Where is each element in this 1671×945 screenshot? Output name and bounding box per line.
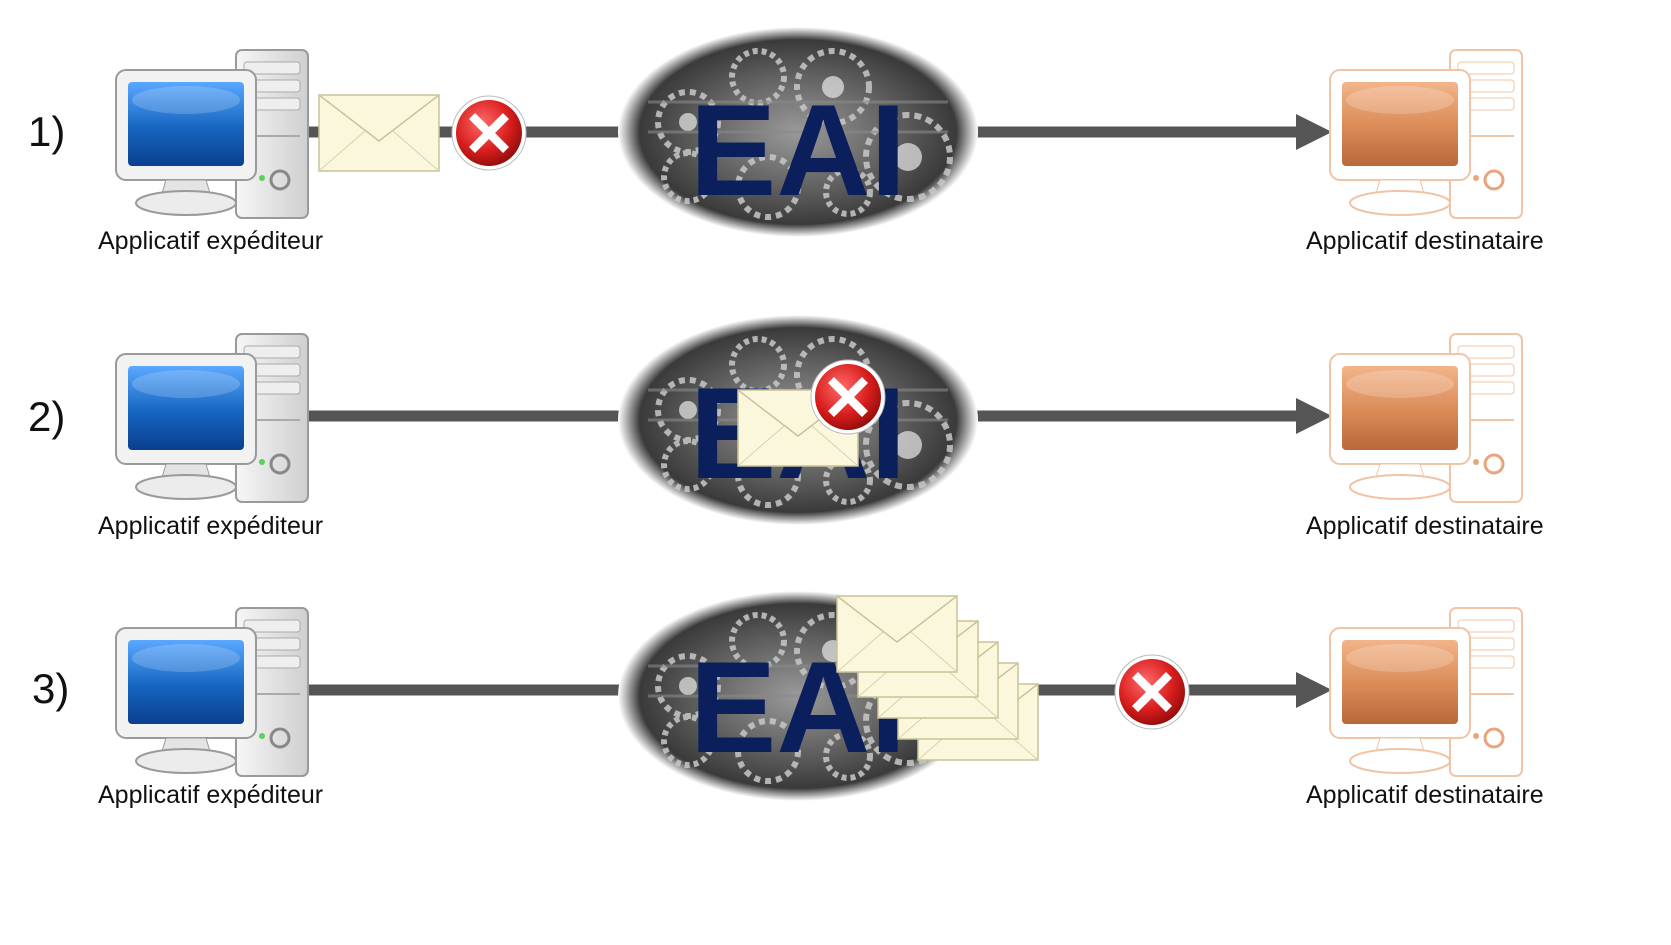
sender-computer-icon: [114, 332, 310, 504]
receiver-computer-icon: [1328, 332, 1524, 504]
eai-hub-label: EAI: [690, 77, 907, 223]
arrow-head-icon: [1296, 114, 1332, 150]
sender-computer-icon: [114, 48, 310, 220]
receiver-label: Applicatif destinataire: [1306, 512, 1544, 540]
error-icon: [810, 359, 886, 435]
sender-label: Applicatif expéditeur: [98, 512, 324, 540]
sender-label: Applicatif expéditeur: [98, 781, 324, 809]
scenario-number: 1): [28, 108, 66, 155]
arrow-head-icon: [1296, 398, 1332, 434]
sender-label: Applicatif expéditeur: [98, 227, 324, 255]
receiver-computer-icon: [1328, 606, 1524, 778]
scenario-number: 2): [28, 393, 66, 440]
sender-computer-icon: [114, 606, 310, 778]
envelope-icon: [318, 94, 440, 172]
envelope-icon: [836, 595, 958, 673]
error-icon: [451, 95, 527, 171]
scenario-2: EAI: [114, 315, 1524, 525]
error-icon: [1114, 654, 1190, 730]
receiver-computer-icon: [1328, 48, 1524, 220]
receiver-label: Applicatif destinataire: [1306, 227, 1544, 255]
scenario-1: EAI: [114, 27, 1524, 237]
arrow-head-icon: [1296, 672, 1332, 708]
scenario-number: 3): [32, 665, 70, 712]
receiver-label: Applicatif destinataire: [1306, 781, 1544, 809]
scenario-3: EAI: [114, 591, 1524, 801]
